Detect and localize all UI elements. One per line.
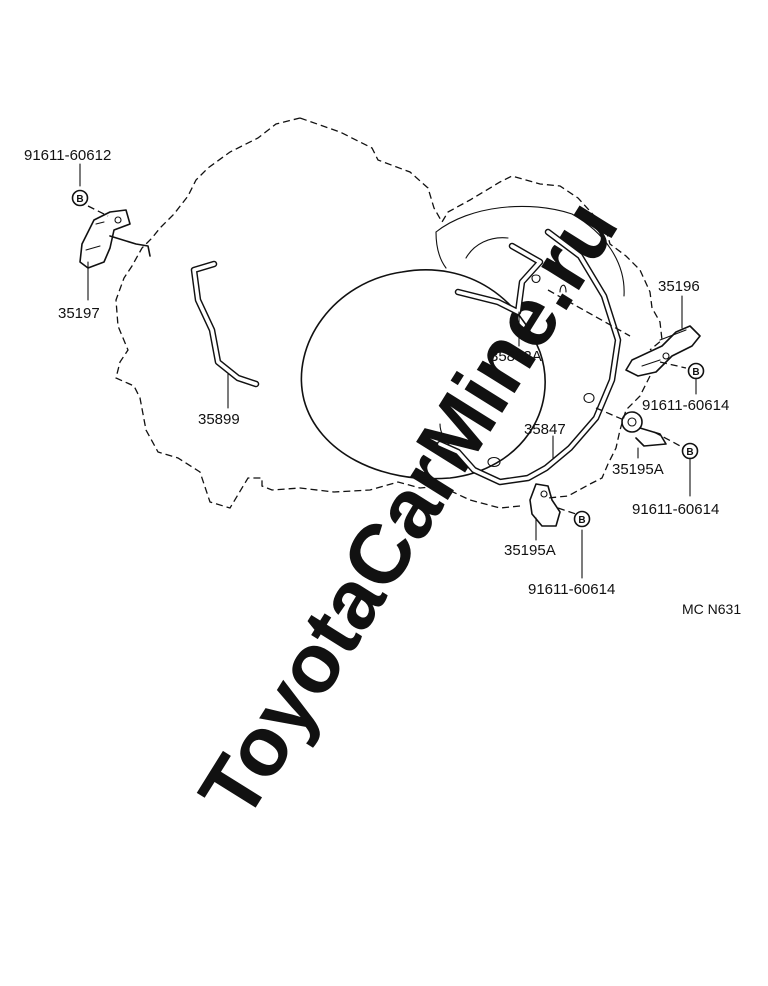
label-bolt-bottom: 91611-60614 bbox=[528, 581, 615, 598]
transmission-housing bbox=[115, 117, 663, 509]
bolt-letter: B bbox=[76, 194, 83, 205]
label-tube-35882A: 35882A bbox=[490, 348, 542, 365]
tube-35899 bbox=[190, 260, 260, 388]
label-clamp-35195A-right: 35195A bbox=[612, 461, 664, 478]
bolt-letter: B bbox=[578, 515, 585, 526]
tube-35847 bbox=[436, 228, 622, 486]
drawing-code: MC N631 bbox=[682, 601, 741, 617]
leader-lines bbox=[79, 163, 697, 579]
bolt-reference-lines bbox=[87, 205, 687, 515]
watermark: ToyotaCarMine.ru bbox=[181, 184, 636, 834]
label-bolt-right-lower: 91611-60614 bbox=[632, 501, 719, 518]
bracket-35196 bbox=[625, 325, 701, 377]
bolt-letter: B bbox=[692, 367, 699, 378]
label-bracket-35197: 35197 bbox=[58, 305, 100, 322]
label-bracket-35196: 35196 bbox=[658, 278, 700, 295]
bolt-letter: B bbox=[686, 447, 693, 458]
label-tube-35899: 35899 bbox=[198, 411, 240, 428]
label-tube-35847: 35847 bbox=[524, 421, 566, 438]
label-bolt-right-upper: 91611-60614 bbox=[642, 397, 729, 414]
label-clamp-35195A-lower: 35195A bbox=[504, 542, 556, 559]
clamp-35195A-lower bbox=[529, 483, 561, 527]
label-bolt-top-left: 91611-60612 bbox=[24, 147, 111, 164]
watermark-text: ToyotaCarMine.ru bbox=[181, 184, 636, 834]
bracket-35197 bbox=[79, 209, 151, 269]
bolt-symbol-right-lower: B bbox=[681, 442, 699, 460]
clamp-35195A-right bbox=[621, 411, 667, 447]
bolt-symbol-top-left: B bbox=[71, 189, 89, 207]
tube-35882A bbox=[454, 242, 544, 316]
bolt-symbol-bottom: B bbox=[573, 510, 591, 528]
bolt-symbol-right-upper: B bbox=[687, 362, 705, 380]
